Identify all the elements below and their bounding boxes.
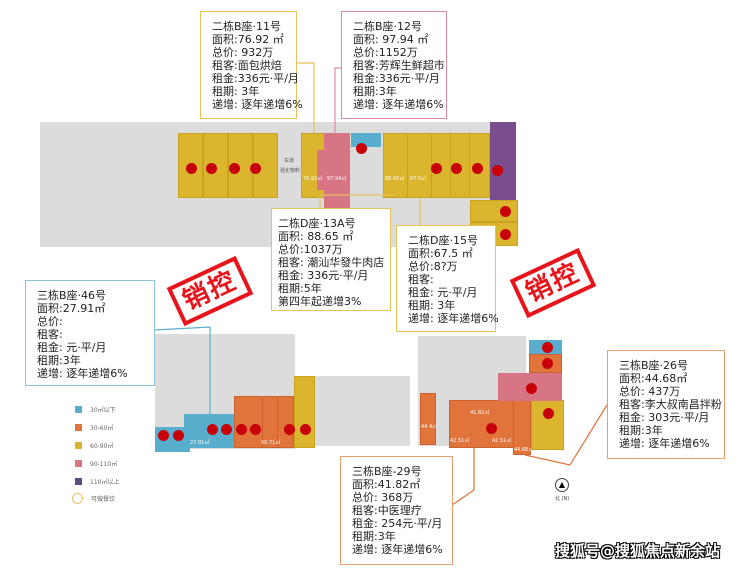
- callout-area: 面积:27.91㎡: [37, 302, 106, 315]
- unit-46-area: 27.91㎡: [190, 440, 210, 446]
- callout-title: 三栋B座-29号: [352, 465, 422, 478]
- callout-term: 租期:3年: [37, 354, 81, 367]
- callout-rent: 租金: 元·平/月: [37, 341, 107, 354]
- legend-label: 可做餐饮: [91, 495, 116, 503]
- callout-rent: 租金: 336元·平/月: [278, 269, 369, 282]
- legend-item: 90-110㎡: [75, 458, 117, 468]
- callout-area: 面积: 97.94 ㎡: [353, 33, 429, 46]
- unit-13a[interactable]: [383, 133, 408, 198]
- unit-15-area: 67.5㎡: [410, 176, 427, 182]
- callout-increase: 递增: 逐年递增6%: [352, 543, 443, 556]
- callout-price: 总价:1152万: [353, 46, 418, 59]
- unit-26-area: 44.68㎡: [514, 447, 534, 453]
- callout-title: 三栋B座·26号: [619, 359, 689, 372]
- unit-12-ext: [317, 150, 327, 190]
- watermark: 搜狐号@搜狐焦点新余站: [555, 542, 721, 560]
- callout-increase: 递增: 逐年递增6%: [37, 367, 128, 380]
- unit-29-area: 41.82㎡: [470, 410, 490, 416]
- legend-item: 60-90㎡: [75, 440, 113, 450]
- callout-title: 三栋B座·46号: [37, 289, 107, 302]
- callout-area: 面积:67.5 ㎡: [408, 247, 473, 260]
- unit-41[interactable]: [262, 396, 278, 448]
- callout-area: 面积: 88.65 ㎡: [278, 230, 354, 243]
- unit-11-area: 76.92㎡: [303, 176, 323, 182]
- unit-12-area: 97.94㎡: [327, 176, 347, 182]
- callout-rent: 租金: 254元·平/月: [352, 517, 443, 530]
- callout-increase: 递增: 逐年递增6%: [212, 98, 303, 111]
- legend-label: 30㎡以下: [90, 406, 116, 414]
- callout-rent: 租金:336元·平/月: [353, 72, 440, 85]
- compass-icon: ▲: [555, 478, 569, 492]
- legend-label: 90-110㎡: [90, 460, 118, 468]
- callout-term: 租期: 3年: [408, 299, 456, 312]
- callout-increase: 递增: 逐年递增6%: [408, 312, 499, 325]
- unit-12[interactable]: [324, 133, 350, 213]
- callout-price: 总价: 932万: [212, 46, 274, 59]
- callout-tenant: 租客:李大叔南昌拌粉: [619, 398, 722, 411]
- callout-title: 二栋B座·11号: [212, 20, 282, 33]
- callout-term: 租期:5年: [278, 282, 322, 295]
- callout-increase: 递增: 逐年递增6%: [619, 437, 710, 450]
- callout-tenant: 租客: 潮汕华發牛肉店: [278, 256, 385, 269]
- callout-title: 二栋B座·12号: [353, 20, 423, 33]
- lane-label: 车道: [284, 158, 295, 164]
- legend-item: 30㎡以下: [75, 404, 116, 414]
- callout-rent: 租金:336元·平/月: [212, 72, 299, 85]
- callout-price: 总价:1037万: [278, 243, 343, 256]
- callout-rent: 租金: 元·平/月: [408, 286, 478, 299]
- unit-15[interactable]: [407, 133, 432, 198]
- callout-term: 租期:3年: [352, 530, 396, 543]
- unit-13a-area: 88.65㎡: [385, 176, 405, 182]
- callout-increase: 第四年起递增3%: [278, 295, 362, 308]
- callout-tenant: 租客:: [408, 273, 434, 286]
- callout-tenant: 租客:中医理疗: [352, 504, 422, 517]
- callout-area: 面积:44.68㎡: [619, 372, 688, 385]
- legend-label: 110㎡以上: [90, 478, 120, 486]
- callout-area: 面积:41.82㎡: [352, 478, 421, 491]
- callout-tenant: 租客:面包烘焙: [212, 59, 282, 72]
- legend-item: 30-60㎡: [75, 422, 113, 432]
- dining-icon: [72, 492, 83, 504]
- unit-27-area: 42.51㎡: [492, 438, 512, 444]
- unit-41-area: 50.71㎡: [261, 440, 281, 446]
- legend-label: 60-90㎡: [90, 442, 114, 450]
- callout-price: 总价: 368万: [352, 491, 414, 504]
- callout-title: 二栋D座·13A号: [278, 217, 356, 230]
- callout-price: 总价:8?万: [408, 260, 458, 273]
- callout-tenant: 租客:芳辉生鲜超市: [353, 59, 445, 72]
- compass-label: 北 (N): [555, 496, 570, 502]
- callout-rent: 租金: 303元·平/月: [619, 411, 710, 424]
- callout-increase: 递增: 逐年递增6%: [353, 98, 444, 111]
- legend-item: 110㎡以上: [75, 476, 119, 486]
- unit-30[interactable]: [420, 393, 436, 445]
- callout-tenant: 租客:: [37, 328, 63, 341]
- callout-price: 总价: 437万: [619, 385, 681, 398]
- room-label: 强化物料: [280, 168, 301, 174]
- unit-large[interactable]: [490, 122, 516, 200]
- callout-price: 总价:: [37, 315, 63, 328]
- callout-term: 租期: 3年: [212, 85, 260, 98]
- callout-term: 租期:3年: [353, 85, 397, 98]
- callout-area: 面积:76.92 ㎡: [212, 33, 284, 46]
- callout-title: 二栋D座·15号: [408, 234, 478, 247]
- unit-29b-area: 42.51㎡: [450, 438, 470, 444]
- legend-label: 30-60㎡: [90, 424, 114, 432]
- unit-30-area: 44.4㎡: [421, 424, 438, 430]
- callout-term: 租期:3年: [619, 424, 663, 437]
- legend-item: 可做餐饮: [72, 492, 116, 504]
